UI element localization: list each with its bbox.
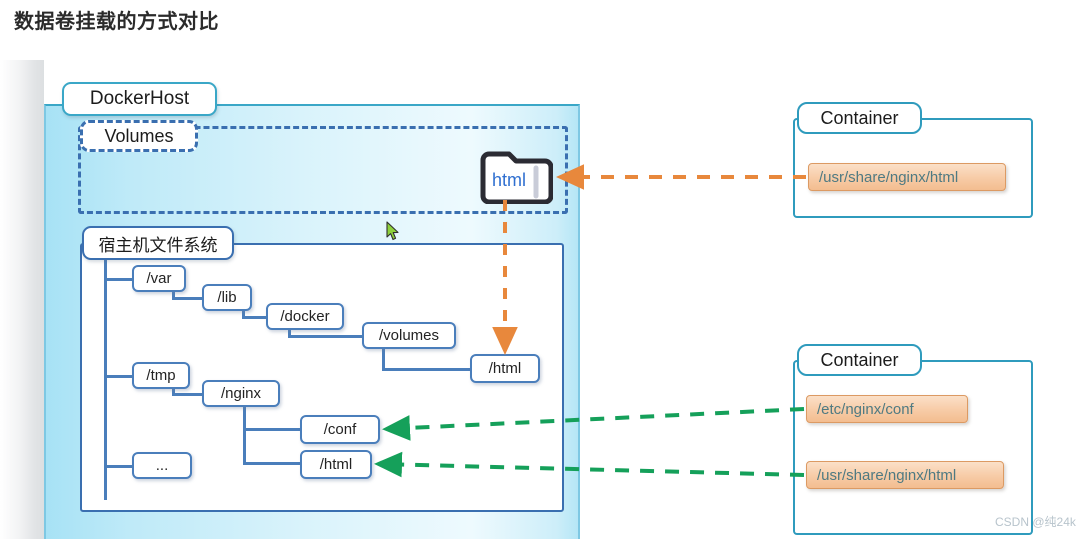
tree-branch-ellipsis [104,465,134,468]
tree-node-bind-html[interactable]: /html [300,450,372,479]
tree-connector-var-lib [172,297,212,300]
mount-chip-usr-share-nginx-html-top[interactable]: /usr/share/nginx/html [808,163,1006,191]
tree-node-volumes[interactable]: /volumes [362,322,456,349]
tree-connector-tmp-nginx-v [172,385,175,396]
tree-connector-lib-docker [242,316,272,319]
tree-trunk [104,260,107,500]
page-title: 数据卷挂载的方式对比 [14,11,219,33]
tree-connector-docker-volumes-v [288,326,291,338]
svg-text:html: html [492,170,526,190]
container-top-label: Container [797,102,922,134]
tree-node-ellipsis[interactable]: ... [132,452,192,479]
mount-chip-etc-nginx-conf[interactable]: /etc/nginx/conf [806,395,968,423]
tree-connector-var-lib-v [172,288,175,300]
tree-connector-volumes-html [382,368,472,371]
tree-connector-nginx-html [243,462,303,465]
tree-connector-tmp-nginx [172,393,204,396]
tree-node-nginx[interactable]: /nginx [202,380,280,407]
tree-node-conf[interactable]: /conf [300,415,380,444]
tree-branch-tmp [104,375,134,378]
tree-connector-nginx-children-v [243,403,246,463]
dockerhost-label: DockerHost [62,82,217,116]
tree-node-volumes-html[interactable]: /html [470,354,540,383]
tree-node-docker[interactable]: /docker [266,303,344,330]
mount-chip-usr-share-nginx-html-bottom[interactable]: /usr/share/nginx/html [806,461,1004,489]
tree-connector-lib-docker-v [242,307,245,319]
watermark: CSDN @纯24k [995,515,1076,529]
tree-connector-docker-volumes [288,335,364,338]
host-filesystem-label: 宿主机文件系统 [82,226,234,260]
volumes-label: Volumes [80,120,198,152]
mouse-cursor [386,221,400,241]
left-shadow-gutter [0,60,44,539]
tree-node-lib[interactable]: /lib [202,284,252,311]
tree-connector-volumes-html-v [382,345,385,371]
tree-connector-nginx-conf [243,428,303,431]
tree-branch-var [104,278,134,281]
tree-node-tmp[interactable]: /tmp [132,362,190,389]
container-bottom-label: Container [797,344,922,376]
html-folder-icon: html [479,148,554,205]
tree-node-var[interactable]: /var [132,265,186,292]
container-bottom-box [793,360,1033,535]
